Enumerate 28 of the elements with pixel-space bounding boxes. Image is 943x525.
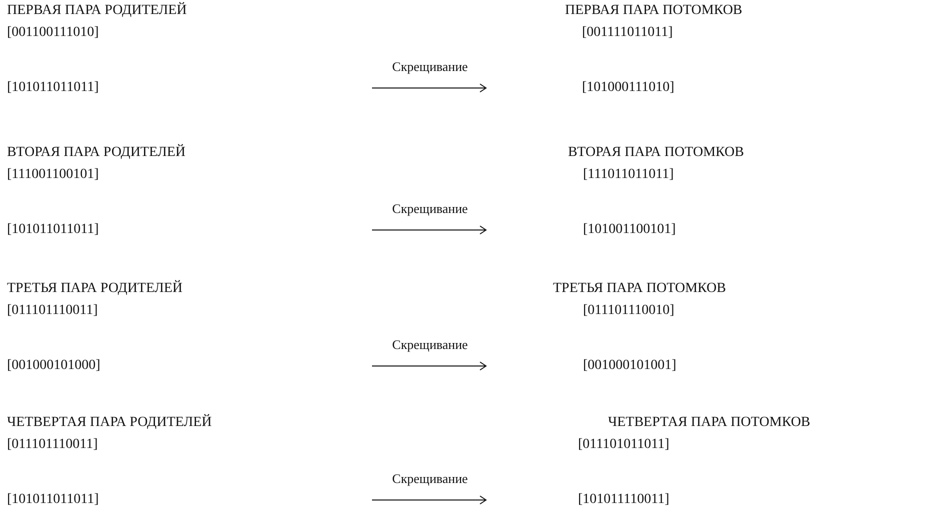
chromosome-string: [101011011011] (7, 491, 99, 509)
chromosome-string: [001000101001] (583, 357, 676, 375)
chromosome-string: [101000111010] (582, 79, 674, 97)
arrow-label: Скрещивание (392, 200, 468, 218)
chromosome-string: [101011011011] (7, 221, 99, 239)
group-heading: ВТОРАЯ ПАРА РОДИТЕЛЕЙ (7, 144, 186, 162)
chromosome-string: [101011011011] (7, 79, 99, 97)
chromosome-string: [001100111010] (7, 24, 99, 42)
chromosome-string: [001000101000] (7, 357, 100, 375)
chromosome-string: [011101110011] (7, 436, 98, 454)
arrow-label: Скрещивание (392, 58, 468, 76)
group-heading: ПЕРВАЯ ПАРА ПОТОМКОВ (565, 2, 742, 20)
chromosome-string: [101001100101] (583, 221, 676, 239)
group-heading: ТРЕТЬЯ ПАРА РОДИТЕЛЕЙ (7, 280, 183, 298)
chromosome-string: [101011110011] (578, 491, 670, 509)
chromosome-string: [011101110011] (7, 302, 98, 320)
chromosome-string: [011101011011] (578, 436, 670, 454)
chromosome-string: [011101110010] (583, 302, 674, 320)
group-heading: ПЕРВАЯ ПАРА РОДИТЕЛЕЙ (7, 2, 187, 20)
chromosome-string: [001111011011] (582, 24, 673, 42)
chromosome-string: [111011011011] (583, 166, 674, 184)
arrow-label: Скрещивание (392, 470, 468, 488)
group-heading: ЧЕТВЕРТАЯ ПАРА ПОТОМКОВ (608, 414, 810, 432)
group-heading: ТРЕТЬЯ ПАРА ПОТОМКОВ (553, 280, 726, 298)
group-heading: ЧЕТВЕРТАЯ ПАРА РОДИТЕЛЕЙ (7, 414, 212, 432)
arrow-label: Скрещивание (392, 336, 468, 354)
group-heading: ВТОРАЯ ПАРА ПОТОМКОВ (568, 144, 744, 162)
chromosome-string: [111001100101] (7, 166, 99, 184)
